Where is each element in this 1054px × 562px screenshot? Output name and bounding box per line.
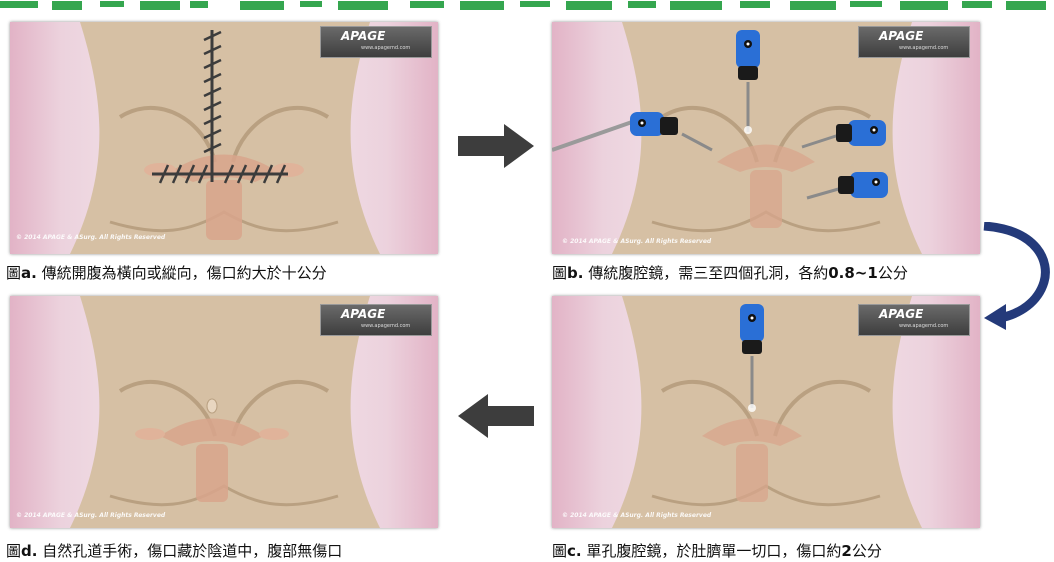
arrow-left-icon bbox=[458, 392, 534, 440]
panel-d-illustration: APAGE www.apagemd.com © 2014 APAGE & ASu… bbox=[10, 296, 438, 528]
apage-logo: APAGE www.apagemd.com bbox=[320, 304, 432, 336]
caption-panel-c: 圖c. 單孔腹腔鏡，於肚臍單一切口，傷口約2公分 bbox=[552, 540, 882, 561]
copyright-text: © 2014 APAGE & ASurg. All Rights Reserve… bbox=[562, 512, 711, 519]
panel-c-illustration: APAGE www.apagemd.com © 2014 APAGE & ASu… bbox=[552, 296, 980, 528]
panel-a-illustration: APAGE www.apagemd.com © 2014 APAGE & ASu… bbox=[10, 22, 438, 254]
cropped-heading bbox=[0, 0, 1054, 14]
caption-panel-d: 圖d. 自然孔道手術，傷口藏於陰道中，腹部無傷口 bbox=[6, 540, 342, 561]
panel-b-illustration: APAGE www.apagemd.com © 2014 APAGE & ASu… bbox=[552, 22, 980, 254]
copyright-text: © 2014 APAGE & ASurg. All Rights Reserve… bbox=[562, 238, 711, 245]
apage-logo: APAGE www.apagemd.com bbox=[858, 304, 970, 336]
copyright-text: © 2014 APAGE & ASurg. All Rights Reserve… bbox=[16, 234, 165, 241]
caption-panel-a: 圖a. 傳統開腹為橫向或縱向，傷口約大於十公分 bbox=[6, 262, 327, 283]
curved-arrow-icon bbox=[980, 222, 1054, 332]
copyright-text: © 2014 APAGE & ASurg. All Rights Reserve… bbox=[16, 512, 165, 519]
arrow-right-icon bbox=[458, 122, 534, 170]
apage-logo: APAGE www.apagemd.com bbox=[858, 26, 970, 58]
apage-logo: APAGE www.apagemd.com bbox=[320, 26, 432, 58]
caption-panel-b: 圖b. 傳統腹腔鏡，需三至四個孔洞，各約0.8~1公分 bbox=[552, 262, 908, 283]
